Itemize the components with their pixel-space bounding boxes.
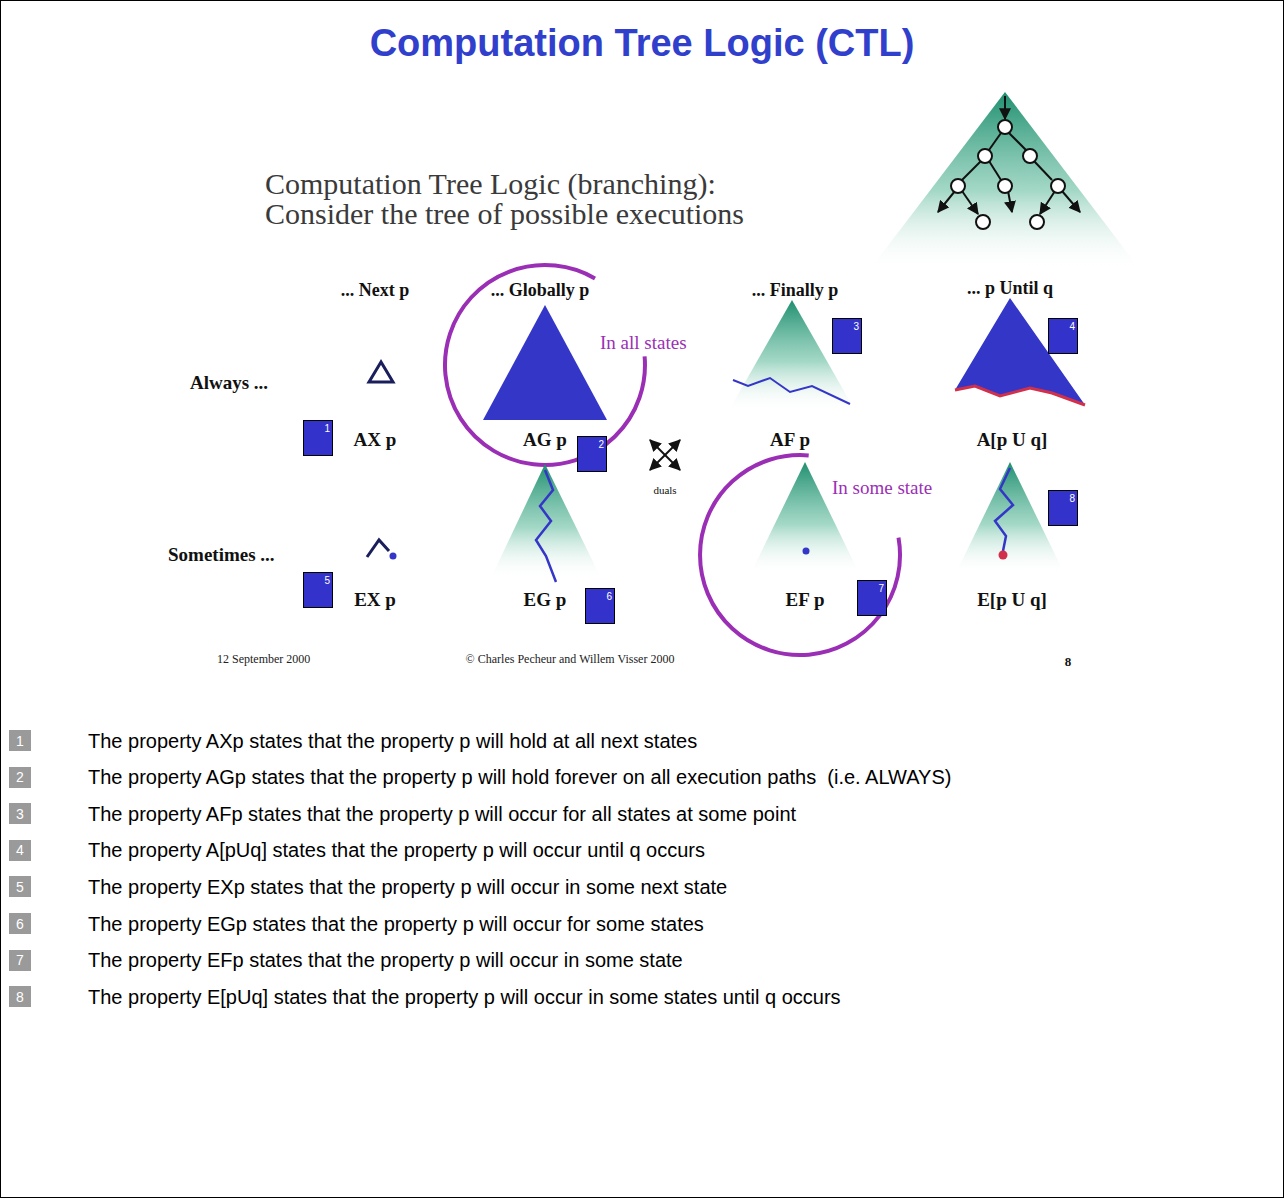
slide-heading: Computation Tree Logic (branching): [265,167,716,202]
formula-label: A[p U q] [977,429,1048,451]
callout-number: 3 [16,806,24,822]
list-number-box: 4 [9,840,31,861]
callout-number: 8 [1069,493,1075,504]
callout-number: 4 [16,842,24,858]
callout-number: 7 [16,952,24,968]
column-header: ... Globally p [491,280,590,301]
callout-marker: 6 [585,588,615,624]
callout-number: 1 [324,423,330,434]
page-title: Computation Tree Logic (CTL) [370,22,915,66]
row-header: Sometimes ... [168,544,275,566]
formula-label: AG p [523,429,567,451]
callout-marker: 7 [857,580,887,616]
property-description: The property EGp states that the propert… [88,912,704,935]
formula-label: EG p [524,589,567,611]
formula-label: EF p [786,589,825,611]
callout-number: 5 [324,575,330,586]
callout-marker: 3 [832,318,862,354]
callout-marker: 2 [577,436,607,472]
callout-number: 6 [606,591,612,602]
slide-number: 8 [1065,655,1072,670]
callout-marker: 5 [303,572,333,608]
list-number-box: 7 [9,950,31,971]
property-description: The property AGp states that the propert… [88,766,951,789]
column-header: ... Next p [341,280,410,301]
slide-heading: Consider the tree of possible executions [265,197,744,232]
callout-marker: 4 [1048,318,1078,354]
callout-marker: 1 [303,420,333,456]
property-description: The property EXp states that the propert… [88,875,727,898]
list-number-box: 6 [9,913,31,934]
list-number-box: 3 [9,803,31,824]
region-note: In all states [598,332,689,354]
callout-marker: 8 [1048,490,1078,526]
list-number-box: 1 [9,730,31,751]
property-description: The property A[pUq] states that the prop… [88,839,705,862]
formula-label: AX p [354,429,397,451]
callout-number: 5 [16,879,24,895]
formula-label: E[p U q] [977,589,1047,611]
duals-note: duals [653,484,676,497]
callout-number: 1 [16,733,24,749]
region-note: In some state [830,477,934,499]
column-header: ... p Until q [967,278,1053,299]
row-header: Always ... [190,372,268,394]
callout-number: 8 [16,989,24,1005]
list-number-box: 8 [9,986,31,1007]
formula-label: EX p [354,589,396,611]
callout-number: 7 [878,583,884,594]
column-header: ... Finally p [752,280,839,301]
callout-number: 4 [1069,321,1075,332]
callout-number: 6 [16,916,24,932]
property-description: The property AXp states that the propert… [88,729,697,752]
formula-label: AF p [770,429,810,451]
property-description: The property AFp states that the propert… [88,802,796,825]
list-number-box: 5 [9,876,31,897]
callout-number: 3 [853,321,859,332]
callout-number: 2 [598,439,604,450]
property-description: The property E[pUq] states that the prop… [88,985,841,1008]
list-number-box: 2 [9,767,31,788]
property-description: The property EFp states that the propert… [88,949,683,972]
footer-copyright: © Charles Pecheur and Willem Visser 2000 [466,653,675,667]
callout-number: 2 [16,769,24,785]
footer-date: 12 September 2000 [217,653,310,667]
